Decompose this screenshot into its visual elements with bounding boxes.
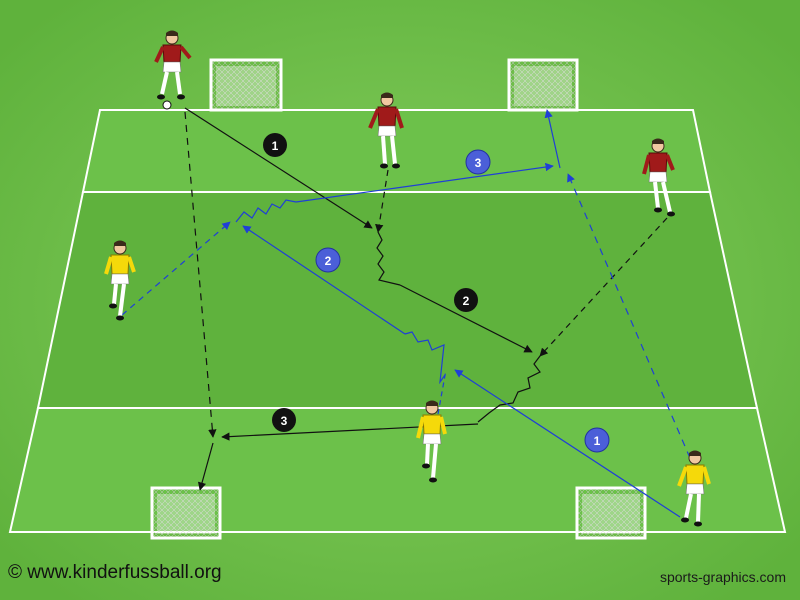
blue-dribble-a <box>404 331 446 385</box>
black-marker-1: 1 <box>263 133 287 157</box>
black-pass-1-line <box>184 107 373 229</box>
black-dribble-2b <box>477 355 541 423</box>
black-pass-2-line <box>399 284 533 353</box>
svg-text:2: 2 <box>325 254 332 268</box>
goal-bottom-left <box>150 486 222 540</box>
blue-pass-1-line <box>454 369 681 518</box>
blue-shot-line <box>544 109 561 169</box>
black-dribble-2a <box>376 231 401 286</box>
yellow-player-left <box>104 240 136 321</box>
red-player-right <box>642 138 675 217</box>
yellow-player-center <box>416 400 447 483</box>
zone-top <box>81 109 712 193</box>
blue-run-middle <box>437 369 447 415</box>
goal-bottom-right <box>575 486 647 540</box>
svg-text:3: 3 <box>475 156 482 170</box>
red-player-top-left <box>154 30 192 110</box>
credit-sports-graphics: sports-graphics.com <box>659 569 786 585</box>
credit-kinderfussball: © www.kinderfussball.org <box>8 562 222 583</box>
black-shot-line <box>197 442 214 491</box>
zone-bottom <box>8 407 787 533</box>
red-player-top-center <box>368 92 404 169</box>
blue-run-left <box>121 221 231 316</box>
blue-marker-2: 2 <box>315 247 341 273</box>
black-run-left-long <box>184 111 217 438</box>
goal-top-left <box>209 58 283 112</box>
blue-marker-1: 1 <box>584 427 610 453</box>
black-marker-3: 3 <box>272 408 296 432</box>
goal-top-right <box>507 58 579 112</box>
svg-text:2: 2 <box>463 294 470 308</box>
svg-text:3: 3 <box>281 414 288 428</box>
blue-pass-2-line <box>242 225 406 335</box>
black-run-right <box>539 217 668 357</box>
blue-pass-3-line <box>295 162 554 203</box>
svg-text:1: 1 <box>272 139 279 153</box>
blue-marker-3: 3 <box>465 149 491 175</box>
blue-dribble-b <box>235 199 297 223</box>
black-marker-2: 2 <box>454 288 478 312</box>
yellow-player-right <box>677 450 711 527</box>
svg-text:1: 1 <box>594 434 601 448</box>
zone-middle <box>36 191 759 409</box>
